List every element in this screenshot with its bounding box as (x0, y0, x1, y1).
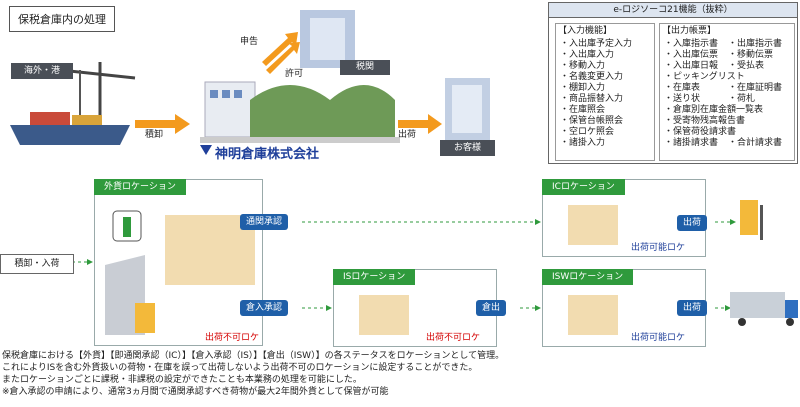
output-item: ・倉庫別在庫金額一覧表 (664, 105, 764, 115)
permit-label: 許可 (285, 69, 304, 79)
dispatch-tag: 倉出 (476, 300, 507, 316)
overseas-port-label: 海外・港 (11, 63, 73, 79)
port-ship-icon (10, 62, 136, 145)
permit-arrow-icon (266, 42, 300, 74)
foreign-location-title: 外貨ロケーション (94, 179, 186, 195)
can-ship-label-1: 出荷可能ロケ (631, 243, 686, 253)
input-item: ・棚卸入力 (560, 83, 606, 93)
top-illustration (10, 10, 490, 155)
feature-panel: e-ロジソーコ21機能（抜粋） 【入力機能】 ・入出庫予定入力・入出庫入力・移動… (548, 2, 798, 164)
company-name: 神明倉庫株式会社 (215, 147, 320, 162)
customs-label: 税関 (340, 60, 390, 75)
truck-icon (730, 292, 798, 326)
page-title: 保税倉庫内の処理 (9, 6, 115, 32)
output-item: ・荷札 (728, 94, 756, 104)
isw-location-box: ISWロケーション 出荷 出荷可能ロケ (542, 269, 708, 347)
input-item: ・諸掛入力 (560, 138, 606, 148)
is-location-box: ISロケーション 出荷不可ロケ (333, 269, 497, 347)
output-item: ・入庫指示書 (664, 39, 719, 49)
ship-out-label: 出荷 (398, 130, 417, 140)
output-item: ・送り状 (664, 94, 701, 104)
inbound-label: 積卸・入荷 (0, 254, 74, 274)
input-item: ・名義変更入力 (560, 72, 624, 82)
output-item: ・在庫表 (664, 83, 701, 93)
warehouse-approval-tag: 倉入承認 (240, 300, 289, 316)
output-item: ・ピッキングリスト (664, 72, 745, 82)
output-item: ・合計請求書 (728, 138, 783, 148)
ic-location-title: ICロケーション (542, 179, 625, 195)
note-line: またロケーションごとに課税・非課税の設定ができたことも本業務の処理を可能にした。 (2, 375, 362, 385)
note-line: ※倉入承認の申請により、通常3ヵ月間で通関承認すべき荷物が最大2年間外貨として保… (2, 387, 389, 397)
warehouse-icon (200, 81, 400, 155)
input-item: ・在庫照会 (560, 105, 606, 115)
output-forms: 【出力帳票】 ・入庫指示書・出庫指示書・入出庫伝票・移動伝票・入出庫日報・受払表… (659, 23, 795, 161)
ic-location-box: ICロケーション 出荷 出荷可能ロケ (542, 179, 708, 257)
output-item: ・入出庫伝票 (664, 50, 719, 60)
report-label: 申告 (240, 37, 259, 47)
output-item: ・受払表 (728, 61, 765, 71)
bottle-icon (123, 217, 131, 237)
can-ship-label-2: 出荷可能ロケ (631, 333, 686, 343)
cannot-ship-label-1: 出荷不可ロケ (205, 333, 260, 343)
arrow-icon (135, 114, 190, 134)
isw-location-title: ISWロケーション (542, 269, 634, 285)
input-item: ・移動入力 (560, 61, 606, 71)
customer-label: お客様 (440, 140, 495, 156)
input-item: ・入出庫入力 (560, 50, 615, 60)
output-item: ・入出庫日報 (664, 61, 719, 71)
ship-tag-2: 出荷 (677, 300, 708, 316)
forklift-icon (135, 303, 155, 333)
input-item: ・商品振替入力 (560, 94, 624, 104)
note-line: これによりISを含む外貨扱いの荷物・在庫を誤って出荷しないよう出荷不可のロケーシ… (2, 363, 478, 373)
customs-building-icon (300, 10, 355, 68)
output-item: ・諸掛請求書 (664, 138, 719, 148)
customs-approval-tag: 通関承認 (240, 214, 289, 230)
output-item: ・移動伝票 (728, 50, 774, 60)
input-item: ・空ロケ照会 (560, 127, 615, 137)
report-arrow-icon (262, 32, 298, 66)
boxes-icon (359, 295, 409, 335)
input-item: ・入出庫予定入力 (560, 39, 633, 49)
output-item: ・出庫指示書 (728, 39, 783, 49)
input-item: ・保管台帳照会 (560, 116, 624, 126)
is-location-title: ISロケーション (333, 269, 416, 285)
ship-tag-1: 出荷 (677, 215, 708, 231)
arrow-icon (398, 114, 442, 134)
forklift-icon (740, 200, 763, 240)
boxes-icon (568, 295, 618, 335)
feature-title: e-ロジソーコ21機能（抜粋） (549, 3, 797, 18)
foreign-location-box: 外貨ロケーション 出荷不可ロケ (94, 179, 263, 346)
note-line: 保税倉庫における【外貨】【即通関承認（IC）】【倉入承認（IS）】【倉出（ISW… (2, 351, 505, 361)
input-functions: 【入力機能】 ・入出庫予定入力・入出庫入力・移動入力・名義変更入力・棚卸入力・商… (555, 23, 655, 161)
notes: 保税倉庫における【外貨】【即通関承認（IC）】【倉入承認（IS）】【倉出（ISW… (2, 350, 504, 398)
cannot-ship-label-2: 出荷不可ロケ (426, 333, 481, 343)
output-item: ・保管荷役請求書 (664, 127, 737, 137)
unload-label: 積卸 (145, 130, 164, 140)
output-item: ・在庫証明書 (728, 83, 783, 93)
customer-building-icon (445, 78, 490, 140)
boxes-icon (568, 205, 618, 245)
output-item: ・受寄物残高報告書 (664, 116, 746, 126)
